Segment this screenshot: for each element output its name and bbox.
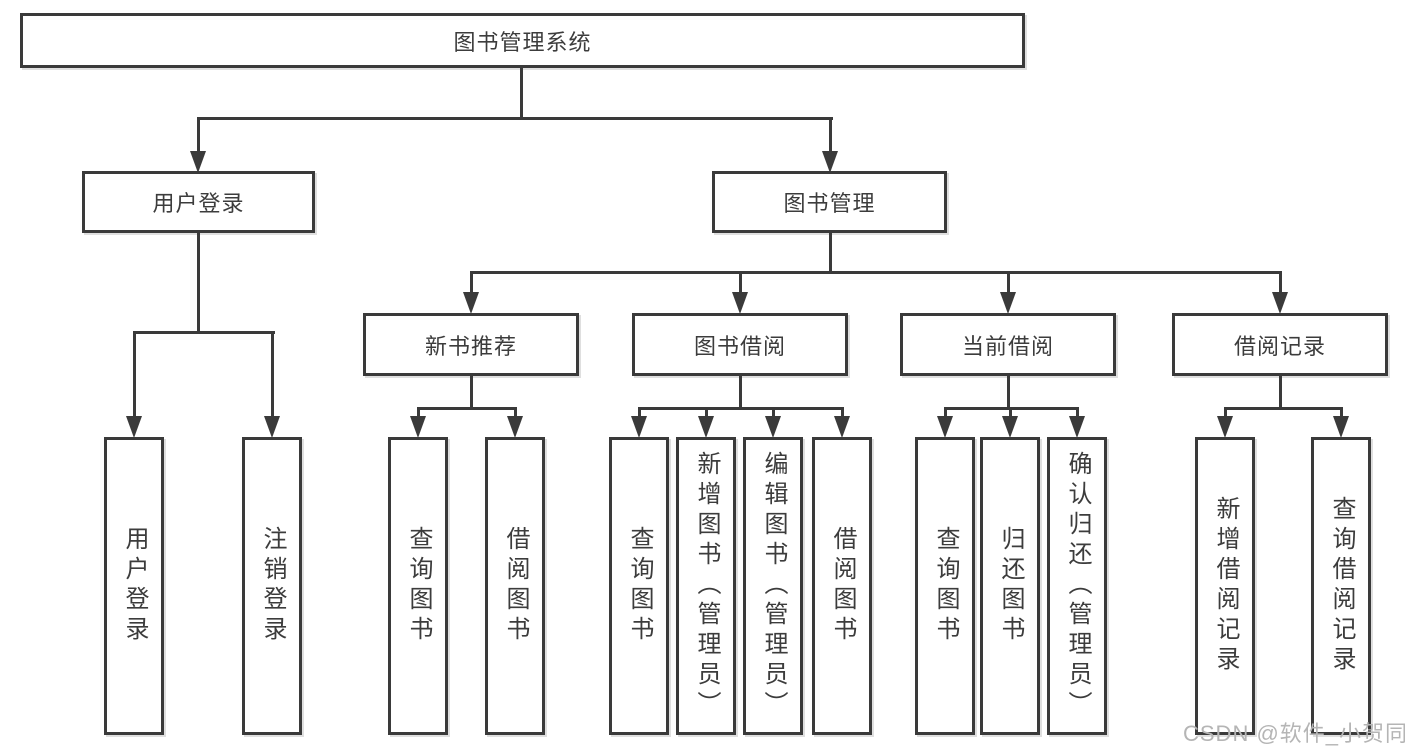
leaf-records-add-record: 新增借阅记录 xyxy=(1195,437,1255,735)
leaf-borrow-query-books-label: 查询图书 xyxy=(626,526,653,646)
connector-level2-bus xyxy=(197,117,833,120)
node-book-borrow-label: 图书借阅 xyxy=(693,333,786,359)
connector-user-stem xyxy=(197,233,200,333)
node-book-management-label: 图书管理 xyxy=(783,191,876,216)
arrowhead-bb2 xyxy=(698,416,714,438)
connector-drop-cb1 xyxy=(944,407,947,417)
leaf-newbook-borrow-books: 借阅图书 xyxy=(485,437,545,735)
connector-root-stem xyxy=(520,68,523,119)
connector-drop-book-borrow xyxy=(739,271,742,293)
leaf-user-login: 用户登录 xyxy=(104,437,164,735)
arrowhead-cb1 xyxy=(937,416,953,438)
arrowhead-bb1 xyxy=(631,416,647,438)
connector-drop-cb3 xyxy=(1076,407,1079,417)
leaf-newbook-query-books: 查询图书 xyxy=(388,437,448,735)
connector-drop-nb1 xyxy=(417,407,420,417)
arrowhead-book-mgmt xyxy=(822,151,838,173)
arrowhead-bb4 xyxy=(834,416,850,438)
leaf-user-login-label: 用户登录 xyxy=(121,526,148,646)
leaf-borrow-add-books-admin: 新增图书（管理员） xyxy=(676,437,736,735)
arrowhead-cb3 xyxy=(1069,416,1085,438)
connector-borrow-bus xyxy=(638,407,844,410)
leaf-logout-label: 注销登录 xyxy=(259,526,286,646)
connector-user-bus xyxy=(133,331,275,334)
leaf-current-return-books: 归还图书 xyxy=(980,437,1040,735)
connector-level3-bus xyxy=(470,271,1282,274)
connector-borrow-stem xyxy=(739,376,742,410)
connector-drop-nb2 xyxy=(514,407,517,417)
arrowhead-borrow-records xyxy=(1272,292,1288,314)
leaf-current-confirm-return-admin-label: 确认归还（管理员） xyxy=(1064,451,1091,721)
node-user-login: 用户登录 xyxy=(82,171,315,233)
csdn-watermark: CSDN @软件_小贺同学 xyxy=(1183,721,1405,746)
node-borrow-records-label: 借阅记录 xyxy=(1233,333,1326,359)
node-user-login-label: 用户登录 xyxy=(152,191,245,216)
leaf-newbook-borrow-books-label: 借阅图书 xyxy=(502,526,529,646)
leaf-newbook-query-books-label: 查询图书 xyxy=(405,526,432,646)
connector-records-stem xyxy=(1279,376,1282,410)
leaf-borrow-edit-books-admin: 编辑图书（管理员） xyxy=(743,437,803,735)
arrowhead-bb3 xyxy=(765,416,781,438)
node-current-borrow: 当前借阅 xyxy=(900,313,1116,376)
connector-newbook-bus xyxy=(417,407,517,410)
connector-drop-bb1 xyxy=(638,407,641,417)
node-library-system-label: 图书管理系统 xyxy=(453,29,592,55)
connector-drop-br2 xyxy=(1340,407,1343,417)
arrowhead-br1 xyxy=(1217,416,1233,438)
connector-drop-bb2 xyxy=(705,407,708,417)
connector-drop-leaf-login xyxy=(133,331,136,417)
node-new-book-recommend: 新书推荐 xyxy=(363,313,579,376)
leaf-borrow-edit-books-admin-label: 编辑图书（管理员） xyxy=(760,451,787,721)
arrowhead-book-borrow xyxy=(732,292,748,314)
node-book-management: 图书管理 xyxy=(712,171,947,233)
leaf-records-query-record: 查询借阅记录 xyxy=(1311,437,1371,735)
connector-drop-user-login xyxy=(197,117,200,153)
leaf-borrow-borrow-books: 借阅图书 xyxy=(812,437,872,735)
node-library-system: 图书管理系统 xyxy=(20,13,1025,68)
node-book-borrow: 图书借阅 xyxy=(632,313,848,376)
leaf-records-add-record-label: 新增借阅记录 xyxy=(1212,496,1239,676)
connector-drop-bb3 xyxy=(772,407,775,417)
connector-drop-borrow-records xyxy=(1279,271,1282,293)
leaf-current-return-books-label: 归还图书 xyxy=(997,526,1024,646)
connector-drop-cb2 xyxy=(1009,407,1012,417)
leaf-logout: 注销登录 xyxy=(242,437,302,735)
connector-drop-current-borrow xyxy=(1007,271,1010,293)
leaf-borrow-add-books-admin-label: 新增图书（管理员） xyxy=(693,451,720,721)
connector-records-bus xyxy=(1224,407,1343,410)
node-new-book-recommend-label: 新书推荐 xyxy=(424,333,517,359)
arrowhead-leaf-login xyxy=(126,416,142,438)
arrowhead-br2 xyxy=(1333,416,1349,438)
leaf-records-query-record-label: 查询借阅记录 xyxy=(1328,496,1355,676)
connector-current-stem xyxy=(1007,376,1010,410)
connector-drop-br1 xyxy=(1224,407,1227,417)
leaf-current-query-books: 查询图书 xyxy=(915,437,975,735)
leaf-current-query-books-label: 查询图书 xyxy=(932,526,959,646)
leaf-current-confirm-return-admin: 确认归还（管理员） xyxy=(1047,437,1107,735)
node-borrow-records: 借阅记录 xyxy=(1172,313,1388,376)
connector-drop-bb4 xyxy=(841,407,844,417)
arrowhead-user-login xyxy=(190,151,206,173)
leaf-borrow-borrow-books-label: 借阅图书 xyxy=(829,526,856,646)
arrowhead-new-book xyxy=(463,292,479,314)
connector-drop-new-book xyxy=(470,271,473,293)
connector-drop-leaf-logout xyxy=(271,331,274,417)
arrowhead-current-borrow xyxy=(1000,292,1016,314)
arrowhead-nb1 xyxy=(410,416,426,438)
node-current-borrow-label: 当前借阅 xyxy=(961,333,1054,359)
connector-drop-book-mgmt xyxy=(829,117,832,153)
arrowhead-leaf-logout xyxy=(264,416,280,438)
connector-mgmt-stem xyxy=(829,233,832,274)
connector-newbook-stem xyxy=(470,376,473,410)
leaf-borrow-query-books: 查询图书 xyxy=(609,437,669,735)
arrowhead-cb2 xyxy=(1002,416,1018,438)
arrowhead-nb2 xyxy=(507,416,523,438)
